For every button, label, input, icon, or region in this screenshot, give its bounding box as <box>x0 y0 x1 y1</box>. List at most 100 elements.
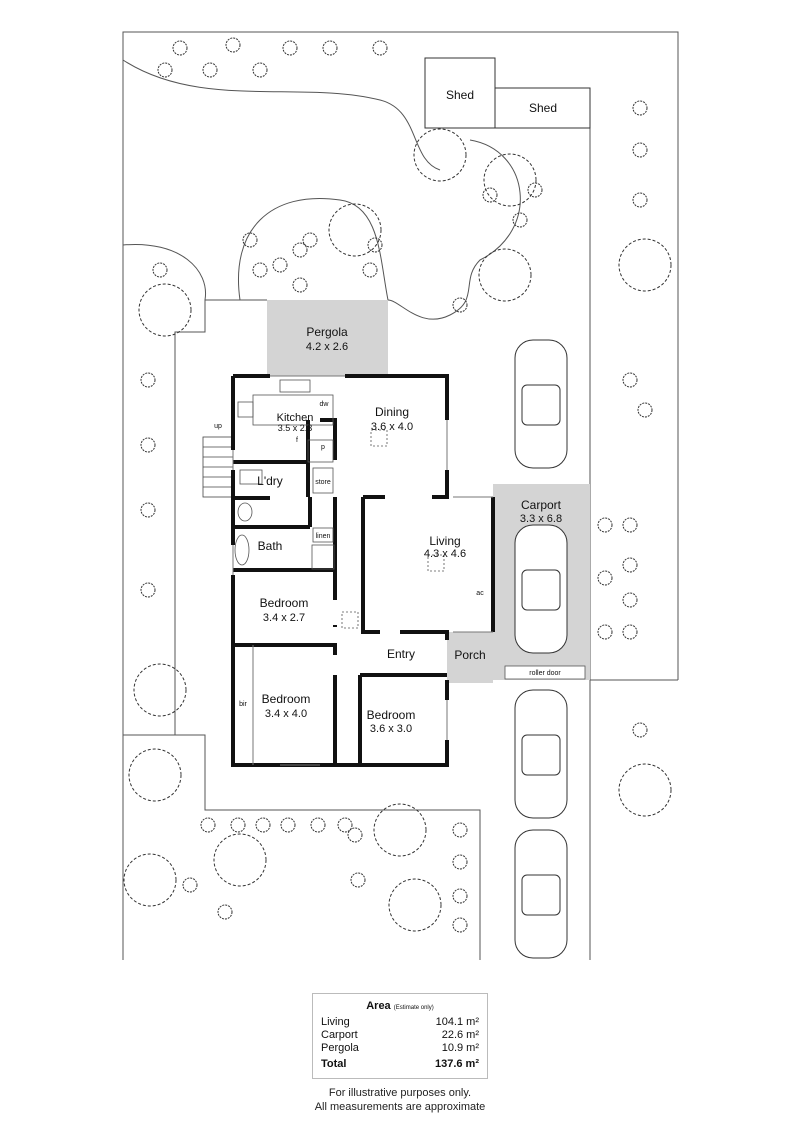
svg-text:Dining: Dining <box>375 405 409 419</box>
svg-text:roller door: roller door <box>529 670 561 677</box>
shrub-icon <box>622 372 638 388</box>
shrub-icon <box>527 182 543 198</box>
shrub-icon <box>292 242 308 258</box>
shrub-icon <box>482 187 498 203</box>
svg-text:Carport: Carport <box>521 498 562 512</box>
shrub-icon <box>230 817 246 833</box>
tree-icon <box>328 203 382 257</box>
shrub-icon <box>350 872 366 888</box>
svg-text:4.3 x 4.6: 4.3 x 4.6 <box>424 548 466 560</box>
tree-icon <box>123 853 177 907</box>
ac-label: ac <box>476 590 484 597</box>
shrub-icon <box>597 624 613 640</box>
shrub-icon <box>302 232 318 248</box>
shrub-icon <box>367 237 383 253</box>
svg-text:3.6 x 4.0: 3.6 x 4.0 <box>371 421 413 433</box>
stairs <box>202 436 234 498</box>
svg-text:Shed: Shed <box>446 88 474 102</box>
room-entry: Entry <box>387 647 415 661</box>
svg-text:3.4 x 2.7: 3.4 x 2.7 <box>263 612 305 624</box>
svg-text:3.6 x 3.0: 3.6 x 3.0 <box>370 723 412 735</box>
svg-text:Bedroom: Bedroom <box>367 708 416 722</box>
shrub-icon <box>140 582 156 598</box>
dishwasher-label: dw <box>320 401 330 408</box>
svg-text:Bedroom: Bedroom <box>262 692 311 706</box>
shrub-icon <box>202 62 218 78</box>
tree-icon <box>413 128 467 182</box>
shed-1: Shed <box>424 57 496 129</box>
svg-text:3.4 x 4.0: 3.4 x 4.0 <box>265 708 307 720</box>
roller-door: roller door <box>504 665 586 680</box>
shrub-icon <box>452 297 468 313</box>
cars <box>514 339 568 959</box>
shrub-icon <box>452 822 468 838</box>
shrub-icon <box>597 570 613 586</box>
svg-text:Pergola: Pergola <box>306 325 348 339</box>
shrub-icon <box>140 502 156 518</box>
shrub-icon <box>272 257 288 273</box>
shrub-icon <box>255 817 271 833</box>
svg-text:Bedroom: Bedroom <box>260 596 309 610</box>
svg-text:Kitchen: Kitchen <box>277 412 314 424</box>
disclaimer: For illustrative purposes only. All meas… <box>314 1087 486 1113</box>
shrub-icon <box>140 372 156 388</box>
tree-icon <box>138 283 192 337</box>
room-pergola: Pergola 4.2 x 2.6 <box>306 325 348 353</box>
shrub-icon <box>512 212 528 228</box>
room-kitchen: Kitchen 3.5 x 2.3 <box>277 412 314 433</box>
tree-icon <box>373 803 427 857</box>
svg-text:Living: Living <box>429 534 460 548</box>
svg-text:3.3 x 6.8: 3.3 x 6.8 <box>520 513 562 525</box>
pergola-area <box>267 300 388 376</box>
shrub-icon <box>452 888 468 904</box>
svg-text:3.5 x 2.3: 3.5 x 2.3 <box>278 423 313 433</box>
shrub-icon <box>252 262 268 278</box>
shrub-icon <box>632 192 648 208</box>
room-bedroom-1: Bedroom 3.4 x 2.7 <box>260 596 309 624</box>
shrub-icon <box>632 100 648 116</box>
windows <box>232 375 493 766</box>
room-pantry: p <box>321 444 325 451</box>
shrub-icon <box>172 40 188 56</box>
stairs-up-label: up <box>214 423 222 430</box>
car-icon <box>514 689 568 819</box>
room-bath: Bath <box>258 539 283 553</box>
room-living: Living 4.3 x 4.6 <box>424 534 466 560</box>
shrub-icon <box>292 277 308 293</box>
shed-2: Shed <box>494 87 591 129</box>
shrub-icon <box>200 817 216 833</box>
kitchen-fixtures <box>234 379 445 629</box>
tree-icon <box>478 248 532 302</box>
room-linen: linen <box>316 533 331 540</box>
tree-icon <box>483 153 537 207</box>
shrub-icon <box>622 592 638 608</box>
area-title: Area (Estimate only) <box>366 1000 434 1012</box>
shrub-icon <box>597 517 613 533</box>
built-in-robe-label: bir <box>239 701 247 708</box>
shrub-icon <box>622 517 638 533</box>
shrub-icon <box>632 142 648 158</box>
room-carport: Carport 3.3 x 6.8 <box>520 498 562 525</box>
shrub-icon <box>140 437 156 453</box>
trees <box>123 37 672 933</box>
shrub-icon <box>452 917 468 933</box>
tree-icon <box>388 878 442 932</box>
tree-icon <box>618 763 672 817</box>
shrub-icon <box>252 62 268 78</box>
room-bedroom-2: Bedroom 3.4 x 4.0 <box>262 692 311 720</box>
shrub-icon <box>182 877 198 893</box>
shrub-icon <box>452 854 468 870</box>
svg-text:4.2 x 2.6: 4.2 x 2.6 <box>306 341 348 353</box>
tree-icon <box>213 833 267 887</box>
shrub-icon <box>322 40 338 56</box>
tree-icon <box>618 238 672 292</box>
shrub-icon <box>372 40 388 56</box>
shrub-icon <box>632 722 648 738</box>
svg-text:Shed: Shed <box>529 101 557 115</box>
car-icon <box>514 524 568 654</box>
